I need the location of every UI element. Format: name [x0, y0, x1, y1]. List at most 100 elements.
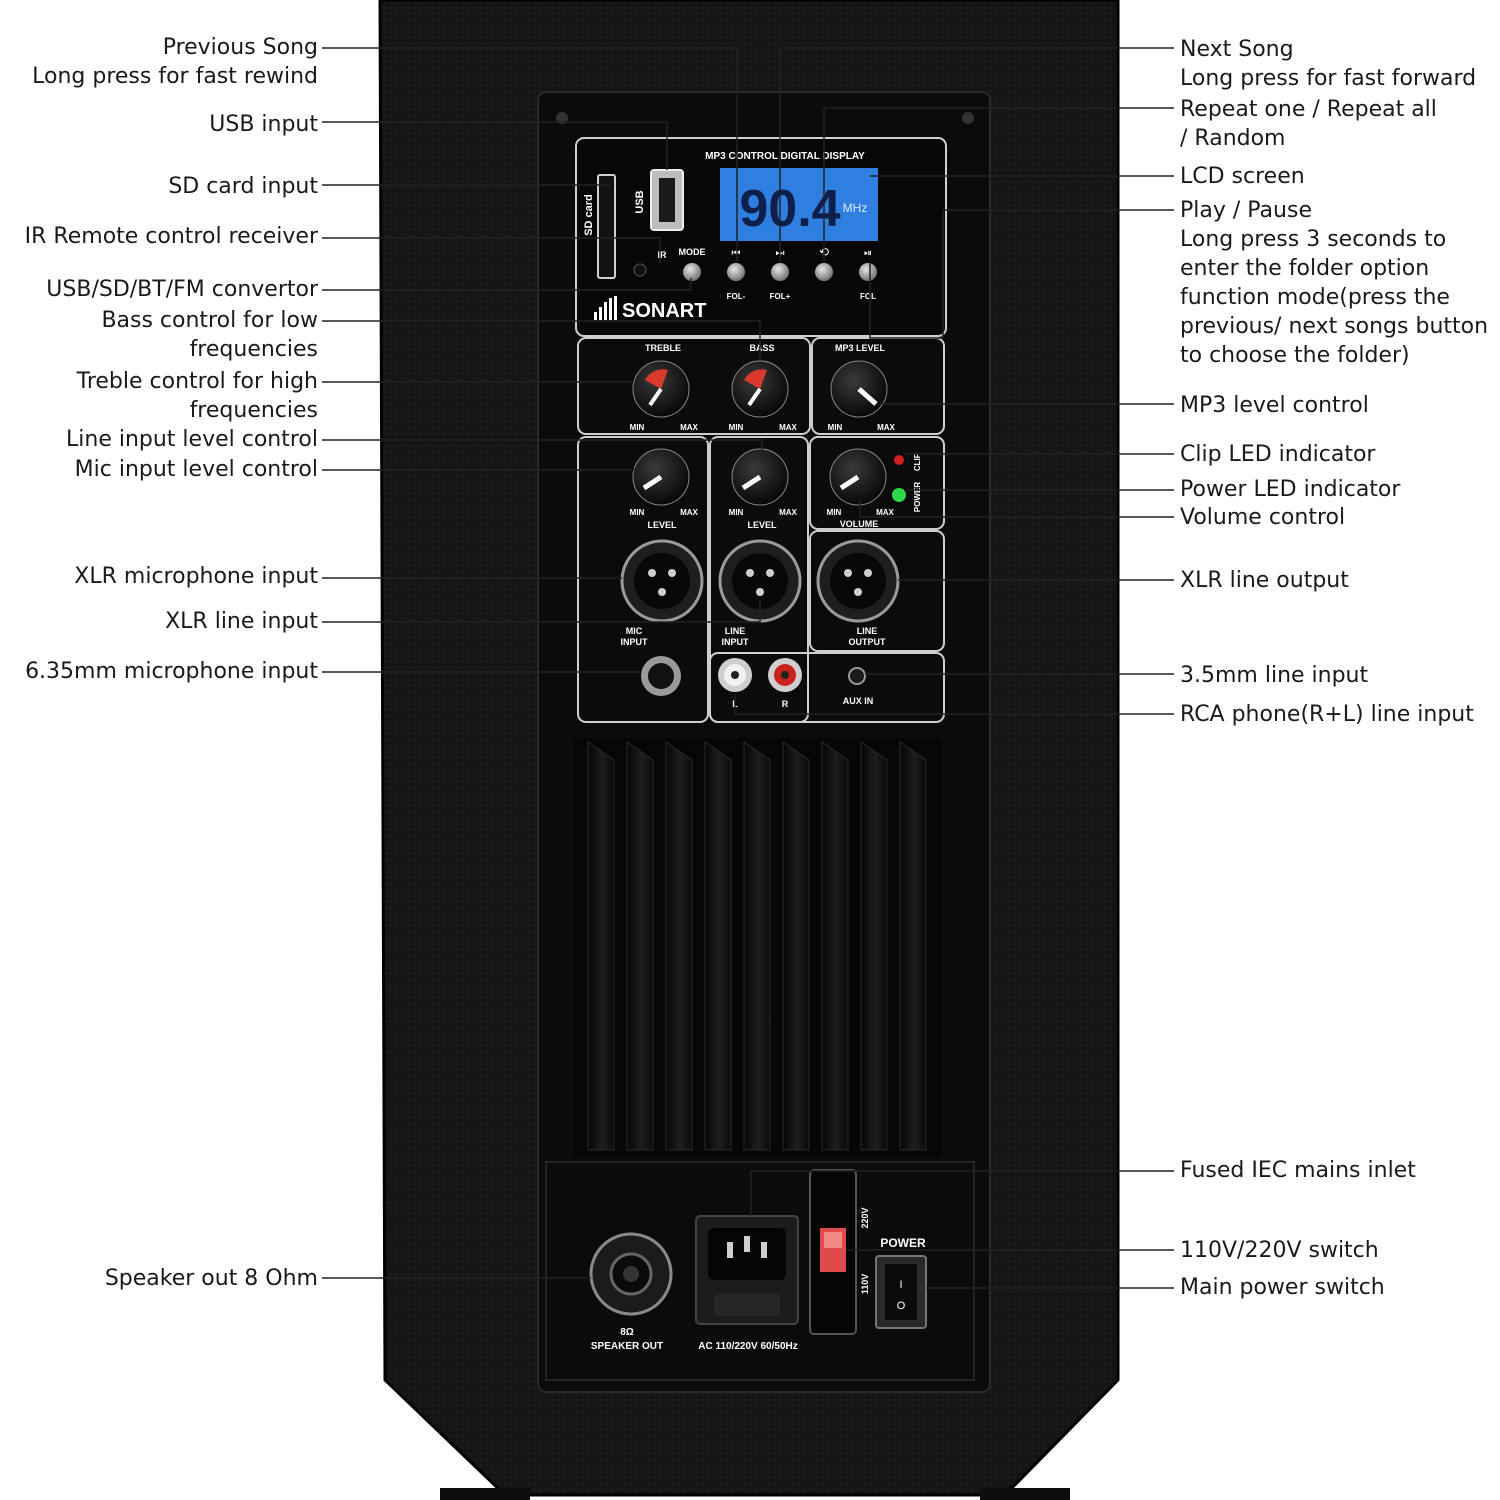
jack-mic-input[interactable]: [641, 656, 681, 696]
label-sd-card-input: SD card input: [168, 172, 318, 201]
power-led-text: POWER: [913, 482, 922, 512]
xlr-mic-input[interactable]: [620, 539, 704, 623]
min-text: MIN: [630, 508, 645, 517]
label-line: 6.35mm microphone input: [25, 659, 318, 684]
label-volume: Volume control: [1180, 503, 1345, 532]
speaker-out-connector[interactable]: [589, 1232, 673, 1316]
mp3-level-knob[interactable]: [830, 360, 888, 418]
main-power-switch[interactable]: [875, 1255, 927, 1329]
max-text: MAX: [680, 508, 698, 517]
sonart-logo: SONART: [594, 296, 706, 322]
line-output-line2: OUTPUT: [849, 637, 887, 647]
heat-sink-fin: [587, 741, 615, 1151]
max-text: MAX: [779, 423, 797, 432]
label-power-led: Power LED indicator: [1180, 475, 1400, 504]
label-line: MP3 level control: [1180, 393, 1369, 418]
play-pause-button[interactable]: [859, 263, 877, 281]
rca-r-text: R: [782, 699, 789, 709]
repeat-button[interactable]: [815, 263, 833, 281]
xlr-line-input[interactable]: [718, 539, 802, 623]
fol-text: FOL: [860, 292, 876, 301]
label-line: IR Remote control receiver: [24, 224, 318, 249]
label-xlr-line-in: XLR line input: [165, 607, 318, 636]
line-level-knob[interactable]: [731, 448, 789, 506]
heat-sink-fin: [860, 741, 888, 1151]
label-line: 3.5mm line input: [1180, 663, 1369, 688]
label-previous-song: Previous Song Long press for fast rewind: [32, 33, 318, 91]
mode-button[interactable]: [683, 263, 701, 281]
speaker-out-text: SPEAKER OUT: [591, 1341, 663, 1352]
ir-receiver: [633, 263, 647, 277]
previous-song-button[interactable]: [727, 263, 745, 281]
treble-knob[interactable]: [632, 360, 690, 418]
label-line: function mode(press the: [1180, 285, 1450, 310]
label-treble-control: Treble control for high frequencies: [77, 367, 318, 425]
label-aux-in: 3.5mm line input: [1180, 661, 1368, 690]
label-line: SD card input: [168, 174, 318, 199]
label-play-pause: Play / Pause Long press 3 seconds to ent…: [1180, 196, 1488, 370]
label-line: Line input level control: [66, 427, 318, 452]
label-line: RCA phone(R+L) line input: [1180, 702, 1474, 727]
play-icon: ⏯: [864, 248, 872, 259]
mic-level-knob[interactable]: [632, 448, 690, 506]
label-mp3-level: MP3 level control: [1180, 391, 1369, 420]
label-line: Power LED indicator: [1180, 477, 1401, 502]
heat-sink-fin: [899, 741, 927, 1151]
aux-input[interactable]: [848, 667, 866, 685]
label-line: Mic input level control: [74, 457, 318, 482]
mic-input-line1: MIC: [626, 626, 643, 636]
label-line: Clip LED indicator: [1180, 442, 1376, 467]
max-text: MAX: [680, 423, 698, 432]
volume-text: VOLUME: [840, 519, 879, 529]
label-next-song: Next Song Long press for fast forward: [1180, 35, 1476, 93]
label-line: Long press 3 seconds to: [1180, 227, 1447, 252]
lcd-screen: [720, 168, 878, 241]
label-line: USB input: [209, 112, 318, 137]
clip-led: [894, 455, 904, 465]
label-line: Long press for fast forward: [1180, 66, 1477, 91]
label-line: enter the folder option: [1180, 256, 1430, 281]
ac-text: AC 110/220V 60/50Hz: [698, 1341, 798, 1352]
screw-icon: [962, 112, 974, 124]
switch-off-text: O: [897, 1300, 906, 1312]
rca-right-input[interactable]: [768, 658, 802, 692]
label-rca-in: RCA phone(R+L) line input: [1180, 700, 1474, 729]
heat-sink-fin: [782, 741, 810, 1151]
heat-sink-fin: [743, 741, 771, 1151]
voltage-switch[interactable]: [820, 1228, 846, 1272]
speaker-ohm-text: 8Ω: [620, 1327, 634, 1338]
min-text: MIN: [630, 423, 645, 432]
line-output-line1: LINE: [857, 626, 878, 636]
treble-text: TREBLE: [645, 343, 681, 353]
xlr-line-output[interactable]: [816, 539, 900, 623]
min-text: MIN: [729, 508, 744, 517]
label-line: XLR line output: [1180, 568, 1349, 593]
label-line: XLR line input: [165, 609, 318, 634]
label-line: Long press for fast rewind: [32, 64, 318, 89]
label-xlr-line-out: XLR line output: [1180, 566, 1349, 595]
sd-card-text: SD card: [583, 194, 595, 236]
heat-sink-fin: [626, 741, 654, 1151]
rca-left-input[interactable]: [718, 658, 752, 692]
label-speaker-out: Speaker out 8 Ohm: [105, 1264, 318, 1293]
mp3-level-text: MP3 LEVEL: [835, 343, 886, 353]
label-line: XLR microphone input: [74, 564, 318, 589]
clip-text: CLIP: [913, 452, 922, 471]
label-lcd-screen: LCD screen: [1180, 162, 1305, 191]
input-section: MIN MAX LEVEL MIN MAX LEVEL MIN MAX VOLU…: [577, 436, 945, 723]
bass-knob[interactable]: [731, 360, 789, 418]
max-text: MAX: [877, 423, 895, 432]
volume-knob[interactable]: [829, 448, 887, 506]
lcd-value: 90.4: [739, 180, 840, 238]
v220-text: 220V: [860, 1207, 870, 1228]
power-panel: 8Ω SPEAKER OUT AC 110/220V 60/50Hz 220V …: [545, 1161, 975, 1381]
next-song-button[interactable]: [771, 263, 789, 281]
mp3-module: MP3 CONTROL DIGITAL DISPLAY SD card USB …: [575, 137, 947, 337]
leader-lines: [322, 47, 1174, 1289]
iec-inlet[interactable]: [695, 1215, 799, 1325]
fol-plus-text: FOL+: [770, 292, 791, 301]
power-led: [892, 488, 906, 502]
sd-card-slot[interactable]: [597, 174, 616, 279]
heat-sink-fin: [704, 741, 732, 1151]
foot-left: [440, 1488, 530, 1500]
